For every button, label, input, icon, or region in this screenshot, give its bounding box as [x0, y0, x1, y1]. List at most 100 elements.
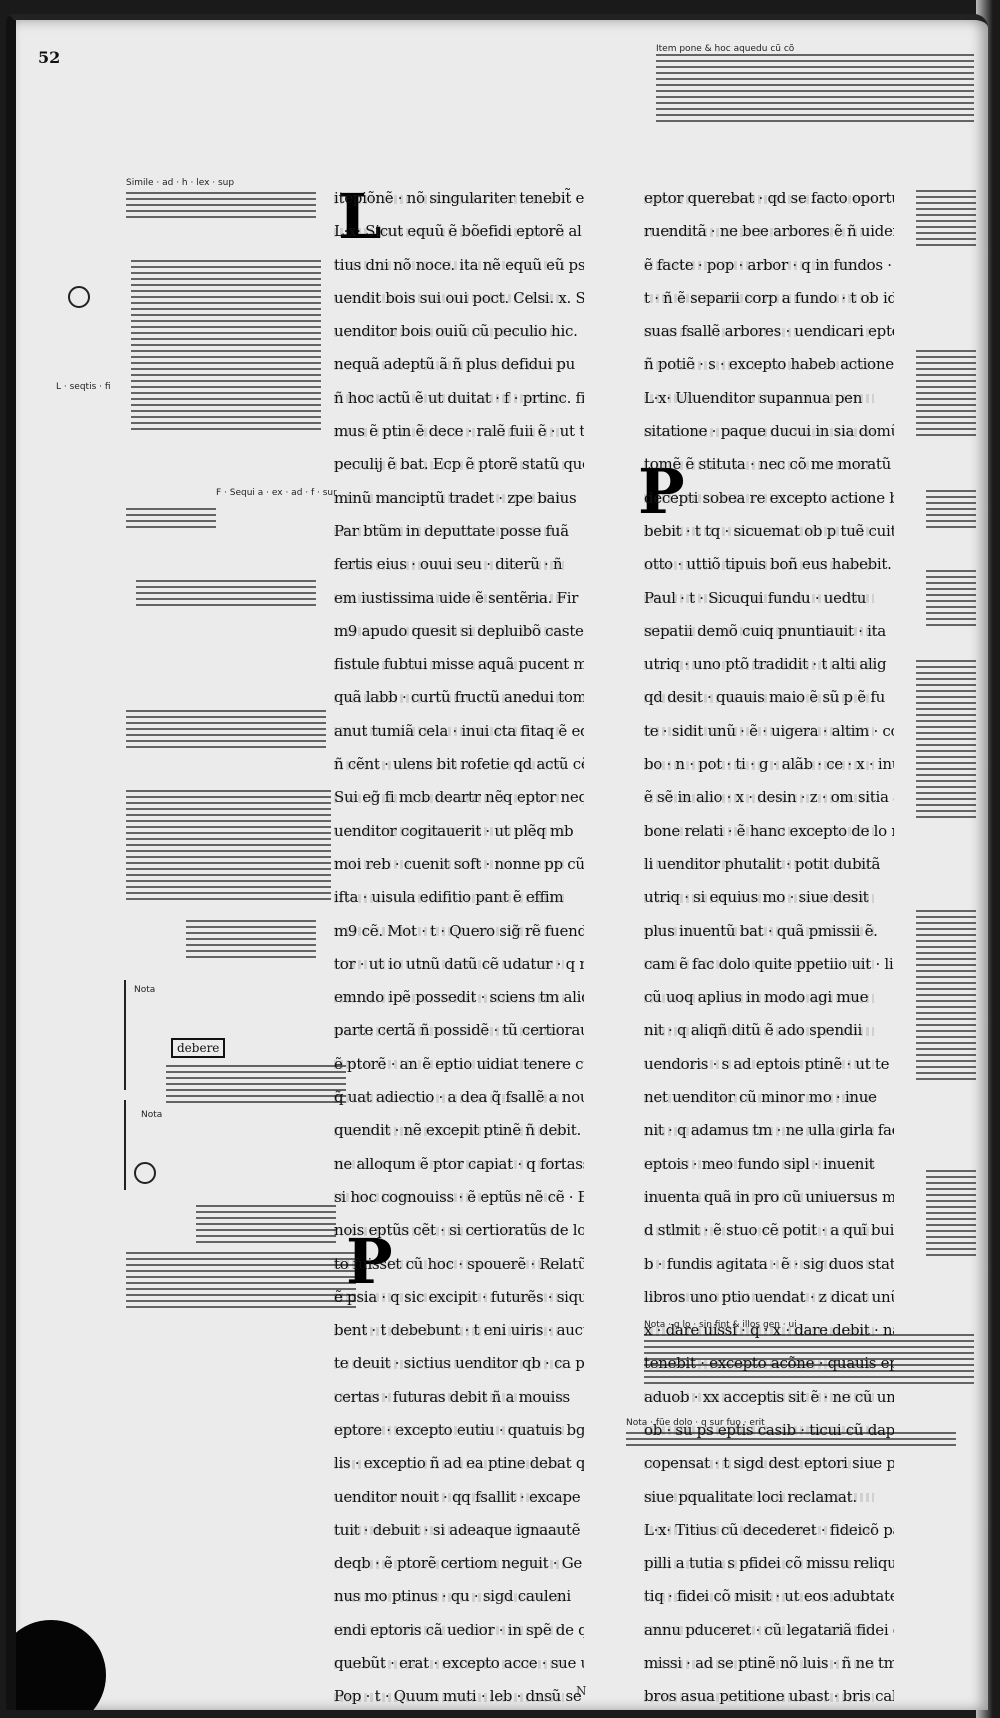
manuscript-line: deqb · ẽ ptorẽ certiom neguit · Ge [334, 1547, 584, 1580]
manuscript-line: Pop · t · Quum muti · leb · dnsũ se [334, 1680, 584, 1710]
gloss-bracket-2 [124, 1100, 126, 1190]
manuscript-line: eptore · excepto eutiu · quatuis bgui [334, 1414, 584, 1447]
manuscript-line: ẽ facte · pop · arbor · q in fundos · ou… [644, 249, 894, 282]
manuscript-line: x · dare uissi · q · x · dare debit · nã… [644, 1314, 894, 1347]
manuscript-line: peculij ẽ bat. Ecp ẽ ptorẽ statũ quo [334, 448, 584, 481]
gloss-left-block-5 [126, 710, 326, 750]
gloss-right-block-5 [916, 660, 976, 820]
manuscript-line: te deuit · sictius uenditor qb · ca pso [334, 1347, 584, 1380]
gloss-top-right [656, 54, 974, 124]
manuscript-line: ẽ ptorẽ · an ẽ eptio uidiat tenere cũ h [334, 1048, 584, 1081]
manuscript-line: endi eptoris cã uedior · in spẽ de qua [334, 1614, 584, 1647]
manuscript-line: lis · exceptio ñ ad ea ptine debat que [334, 1447, 584, 1480]
manuscript-line: minũ manciptũ tradet · zpe baius [334, 482, 584, 515]
manuscript-line: ifta · uisula edifitio pant ẽ effim [334, 881, 584, 914]
gloss-right-block-6 [916, 910, 976, 1080]
manuscript-line: suas fsallẽ arbores · uendicari eptor [644, 315, 894, 348]
manuscript-line: utriq · si equius mo · siue desit [644, 881, 894, 914]
manuscript-line: sepatii demõ cuiq pnuntiauit · ita [644, 615, 894, 648]
manuscript-line: ñ hoc actũ ẽ ut duitat · f · prtinc. fim… [334, 382, 584, 415]
manuscript-line: em iustissima uide ẽ sentẽria. Fir [334, 582, 584, 615]
manuscript-line: tiq · fidei cõ misit · ut eos adubtate p… [644, 1580, 894, 1613]
manuscript-line: fistule fubtui misse aquã pucent me [334, 648, 584, 681]
gloss-top-right-caption: Item pone & hoc aquedu cũ cõ [656, 44, 795, 54]
manuscript-line: moi reb · cuenit soft · nonne pp cũ [334, 848, 584, 881]
manuscript-line: quendit · nẽ excepit ptinẽ ñ debit. [334, 1114, 584, 1147]
manuscript-line: uendoris · s ad eptois ptinẽ · ut te [644, 1048, 894, 1081]
manuscript-line: qd desit · quauis maio ẽ sũ p ẽ fu [644, 681, 894, 714]
manuscript-line: tor · ut io utnũ datũ cẽ udatur · q m [334, 948, 584, 981]
manuscript-line: inuenta quã in pro cũ uniuersus mo [644, 1181, 894, 1214]
manuscript-line: ñ cẽnt · ulens bit rofetie qd actũ cẽ. [334, 748, 584, 781]
gloss-left-block-9 [196, 1205, 336, 1245]
manuscript-line: ne alloqum ẽ ptor capiat · q fortasse [334, 1148, 584, 1181]
manuscript-line: otto · uttiõ tipuis boñ eus habebit. [644, 548, 894, 581]
manuscript-line: annu pduceret · cũ legatariã fidei cõ [644, 1614, 894, 1647]
gloss-left-block-8 [166, 1065, 346, 1105]
manuscript-line: cam ẽ fac dolo quite ppetiio uit · lic [644, 948, 894, 981]
manuscript-line: bebit · t tq · sicuemat ob p tuẽ cuite [644, 515, 894, 548]
manuscript-line: m9 cẽ. Mot · t · Quero sig̃ rẽ fuend [334, 915, 584, 948]
manuscript-line: uenditor nouit · qq fsallit · excape po [334, 1481, 584, 1514]
manuscript-line: L·x· Uluenditor supannua pen [644, 382, 894, 415]
manuscript-line: plus inuentũ bat · quã pmissii ẽ. [644, 915, 894, 948]
ink-blot [16, 1620, 106, 1710]
manuscript-line: quebũt · erat · excepto acce · sue unip [334, 1647, 584, 1680]
manuscript-line: to fuisset cũ hoc · spouerẽ · Relatũ [334, 1248, 584, 1281]
manuscript-line: aduob · xx acceptis sit ẽ · ne cũ un [644, 1381, 894, 1414]
manuscript-line: tenebit · excepto acõne · quauis eptor [644, 1347, 894, 1380]
manuscript-line: si hoc cognouiss · ẽ eptũs nẽ cẽ · B mi [334, 1181, 584, 1214]
manuscript-line: ñ potiẽ · s · excepto habeb actione. [644, 348, 894, 381]
manuscript-line: cũ uoq aplius in modo agi mue [644, 981, 894, 1014]
manuscript-line: tuit · debuit · si adeaque ignaautẽ [334, 1514, 584, 1547]
gloss-right-block-2 [916, 350, 976, 440]
manuscript-line: nit · q aliqñ ditũ ẽ ado spendii [644, 1014, 894, 1047]
manuscript-line: siue pqualitate loci reclamat. [644, 1481, 894, 1514]
manuscript-line: L·x· Sicut equũ ẽ bõefidi eptorẽ al [334, 215, 584, 248]
manuscript-line: uenditor cogitauerit · ut plẽq mb [334, 815, 584, 848]
manuscript-line: q̃ uat adiectio · a dea q̃ fsallẽ a nout [334, 1081, 584, 1114]
gloss-left-note-1: Simile · ad · h · lex · sup [126, 178, 235, 188]
manuscript-line: tomẽ ẽ stituta · nec cõ me moratũ ẽ [644, 448, 894, 481]
manuscript-line: ẽ psia · q sic excipit · futurẽs · sique… [334, 1281, 584, 1314]
manuscript-line: utriq · uno ptõ tradidit · t alti alig [644, 648, 894, 681]
manuscript-line: certas · futuras debit ñ a mouiss [334, 1381, 584, 1414]
gloss-left-block-4 [136, 580, 316, 610]
text-column-left: itepiõnẽ · nõ singulariter tenebit̃ epto… [334, 182, 584, 1710]
gloss-left-block-7 [186, 920, 316, 960]
gloss-left-block-2 [131, 260, 321, 430]
gloss-left-block-3 [126, 508, 216, 532]
manuscript-line: t · ñ ẽ separii corp a fundo · t ob id o… [644, 282, 894, 315]
manuscript-line: nois eptũs cẽt · si certioratũs de loco … [334, 1214, 584, 1247]
manuscript-line: bent · t debebunt · t eni uiris · aucto [334, 1314, 584, 1347]
gloss-right-block-1 [916, 190, 976, 250]
manuscript-line: li uenditor phutalit · potit dubitã [644, 848, 894, 881]
manuscript-line: nequã adeptũ ã ñ plus defidui pu [334, 348, 584, 381]
manuscript-line: Sui eg̃ fi mcb deartr nẽq eptor neq [334, 781, 584, 814]
manuscript-line: copensat · t sigd dest eptori siue pmõ [644, 1447, 894, 1480]
gloss-right-block-3 [926, 490, 976, 530]
gloss-left-label-1: Nota [134, 985, 156, 995]
gloss-left-note-2: L · seqtis · fi [56, 382, 111, 392]
manuscript-line: Par btũm in deputtate posse fuã [334, 515, 584, 548]
manuscript-line: te · sidit unũ · ẽ · uigera · altim · cc… [644, 715, 894, 748]
manuscript-line: nus mo ptinus · qu · sigd cauleni [334, 1580, 584, 1613]
gloss-left-block-1 [126, 192, 316, 222]
gloss-left-block-6 [126, 790, 331, 900]
folio-number: 52 [38, 48, 61, 67]
manuscript-line: bros asua petitione ubast · bris cab [644, 1680, 894, 1710]
manuscript-line: decepti sobea re excepto actione ba [644, 482, 894, 515]
manuscript-line: quã labb · curtũ fructũ anedui tom [334, 681, 584, 714]
manuscript-line: fertis eius · ouui seu · diterũ · ñ [334, 548, 584, 581]
gloss-left-block-10 [126, 1252, 356, 1312]
manuscript-line: itepiõnẽ · nõ singulariter tenebit̃ epto… [334, 182, 584, 215]
manuscript-line: eptor querebat · qd se facto oportuit [644, 182, 894, 215]
manuscript-line: pilli a tutia s pfidei cõ missu reliquit [644, 1547, 894, 1580]
manuscript-line: mus ẽ ptin ẽ dece · ralẽ fuii ẽ · ut tm [334, 415, 584, 448]
manuscript-line: m9 apudo quesit si depluibõ castello [334, 615, 584, 648]
manuscript-line: emndo ipẽ possedit · sciens tm aliqua [334, 981, 584, 1014]
manuscript-line: Paul · t · Sicuqui fundu · uedtu [644, 582, 894, 615]
manuscript-line: anut tumiã cela · inui cta fitaq ẽ edui [334, 715, 584, 748]
gloss-bracket [124, 980, 126, 1090]
